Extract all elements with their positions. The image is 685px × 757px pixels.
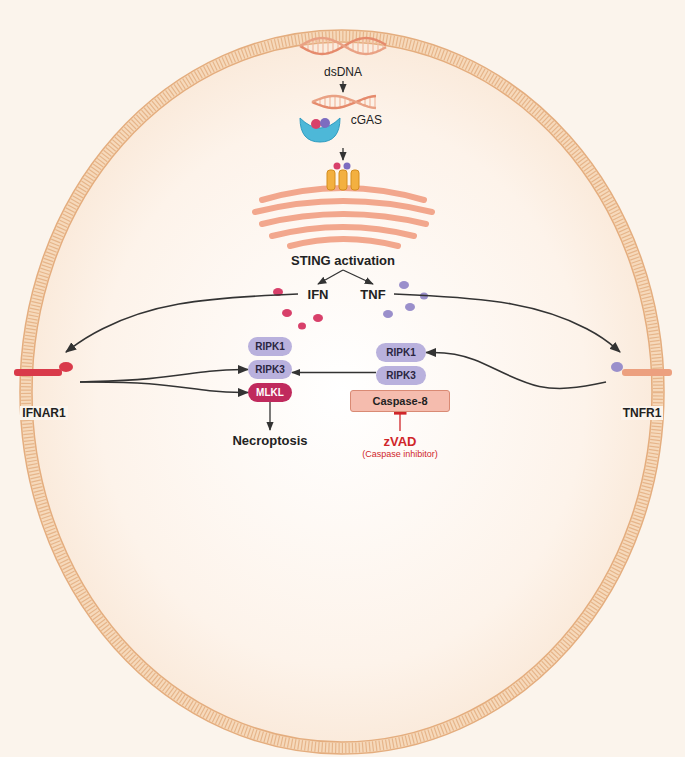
receptor-node: IFNAR1 bbox=[8, 352, 80, 420]
dna-helix bbox=[300, 38, 386, 54]
node-text: TNFR1 bbox=[621, 406, 664, 420]
node-text: IFNAR1 bbox=[20, 406, 67, 420]
node-text: RIPK3 bbox=[255, 364, 284, 375]
cytokine-label: TNF bbox=[352, 284, 394, 304]
cell-body bbox=[26, 36, 658, 748]
node-text: RIPK1 bbox=[386, 347, 415, 358]
cytokine-label: IFN bbox=[298, 284, 338, 304]
cgas-enzyme bbox=[300, 118, 340, 142]
membrane-outer bbox=[20, 30, 664, 754]
protein-pill: RIPK3 bbox=[248, 360, 292, 379]
endoplasmic-reticulum bbox=[255, 188, 432, 246]
sting-node: STING activation bbox=[240, 160, 446, 270]
arrow-connector bbox=[342, 81, 343, 92]
arrow-connector bbox=[269, 402, 270, 430]
enzyme-box: Caspase-8 bbox=[350, 390, 450, 412]
outcome-label: Necroptosis bbox=[220, 430, 320, 450]
node-text: STING activation bbox=[291, 253, 395, 268]
node-text: RIPK1 bbox=[255, 341, 284, 352]
arrow-connector bbox=[80, 370, 248, 383]
node-text: Caspase-8 bbox=[372, 395, 427, 407]
tnfr1-receptor bbox=[611, 362, 672, 376]
protein-pill: MLKL bbox=[248, 383, 292, 402]
node-text: (Caspase inhibitor) bbox=[362, 449, 438, 459]
inhibitor-label: zVAD(Caspase inhibitor) bbox=[330, 430, 470, 462]
node-text: cGAS bbox=[351, 113, 382, 127]
inhibition-line bbox=[399, 413, 400, 431]
cell-membrane bbox=[26, 36, 658, 748]
node-text: IFN bbox=[308, 287, 329, 302]
dna-label: dsDNA bbox=[318, 63, 368, 81]
dna-helix bbox=[312, 96, 376, 108]
arrow-connector bbox=[66, 294, 298, 352]
node-text: RIPK3 bbox=[386, 370, 415, 381]
sting-dimer bbox=[327, 163, 359, 191]
arrow-connector bbox=[343, 270, 373, 284]
node-text: MLKL bbox=[256, 387, 284, 398]
arrow-connector bbox=[292, 372, 376, 373]
protein-pill: RIPK1 bbox=[376, 343, 426, 362]
protein-pill: RIPK3 bbox=[376, 366, 426, 385]
cgas-node: cGAS bbox=[298, 92, 390, 148]
membrane-texture bbox=[26, 36, 658, 748]
node-text: zVAD bbox=[384, 434, 417, 449]
membrane-inner bbox=[32, 42, 652, 742]
arrow-connector bbox=[394, 294, 620, 352]
receptor-node: TNFR1 bbox=[606, 352, 678, 420]
protein-pill: RIPK1 bbox=[248, 337, 292, 356]
arrow-connector bbox=[318, 270, 343, 284]
node-text: dsDNA bbox=[324, 65, 362, 79]
node-text: Necroptosis bbox=[232, 433, 307, 448]
node-text: TNF bbox=[360, 287, 385, 302]
arrow-connector bbox=[342, 148, 343, 160]
arrow-connector bbox=[80, 382, 248, 393]
tnf-particles bbox=[383, 281, 428, 318]
ifnar1-receptor bbox=[14, 362, 73, 376]
arrow-connector bbox=[426, 353, 606, 389]
